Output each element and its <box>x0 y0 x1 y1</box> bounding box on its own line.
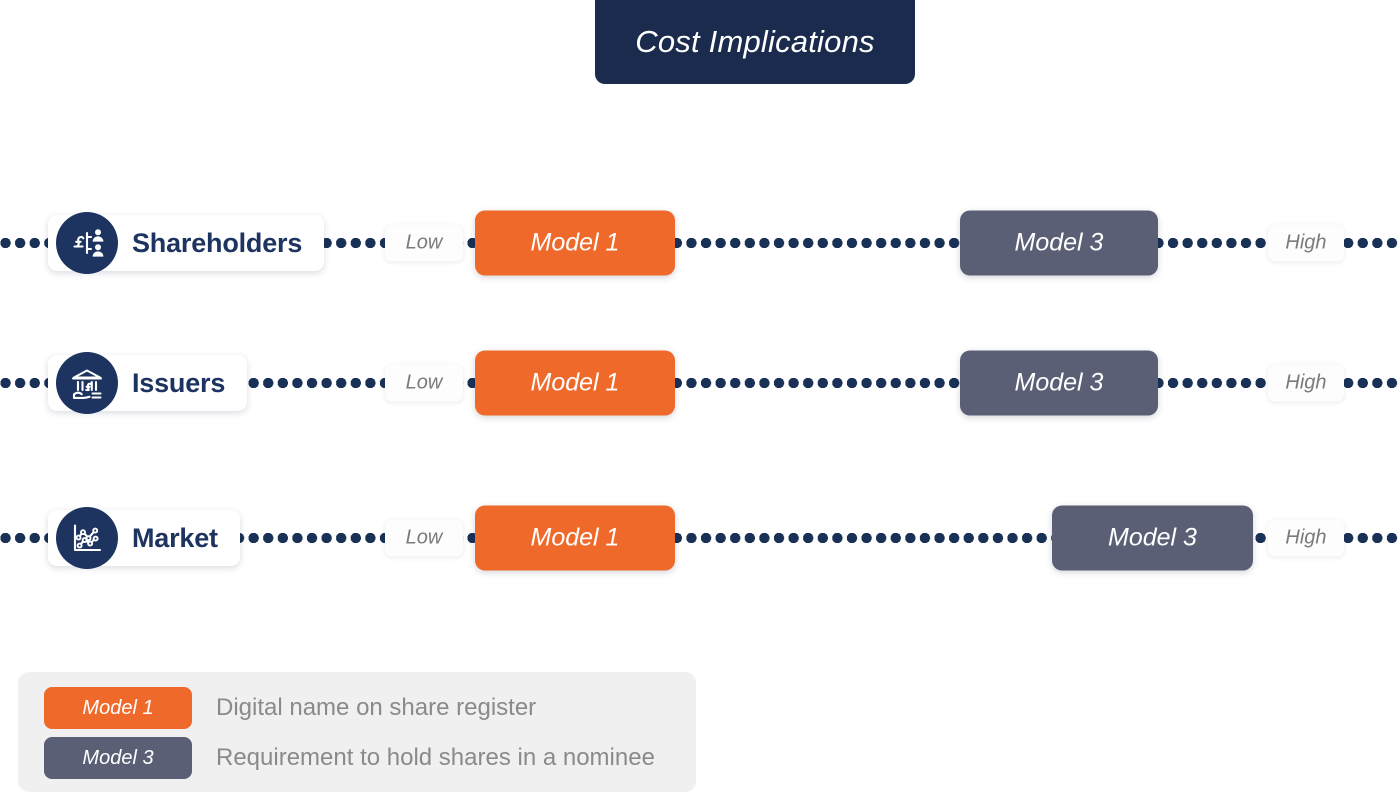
scale-low-label: Low <box>385 519 463 557</box>
marker-market-model-1[interactable]: Model 1 <box>475 505 675 571</box>
marker-label: Model 1 <box>530 523 620 552</box>
legend-item-model-3: Model 3 Requirement to hold shares in a … <box>18 736 696 780</box>
scale-row-issuers: Issuers Low Model 1 Model 3 High <box>0 343 1400 423</box>
legend-panel: Model 1 Digital name on share register M… <box>18 672 696 792</box>
actor-card-issuers[interactable]: Issuers <box>48 352 248 414</box>
scale-low-label: Low <box>385 364 463 402</box>
scale-high-label: High <box>1268 364 1344 402</box>
scale-high-label: High <box>1268 224 1344 262</box>
legend-item-model-1: Model 1 Digital name on share register <box>18 686 696 730</box>
bank-pound-icon <box>56 352 118 414</box>
actor-card-market[interactable]: Market <box>48 507 240 569</box>
legend-description: Requirement to hold shares in a nominee <box>216 744 655 771</box>
marker-label: Model 1 <box>530 368 620 397</box>
scale-dotted-track <box>0 237 1400 249</box>
scale-dotted-track <box>0 532 1400 544</box>
actor-label: Shareholders <box>132 227 303 258</box>
actor-label: Market <box>132 522 218 553</box>
marker-shareholders-model-1[interactable]: Model 1 <box>475 210 675 276</box>
scale-row-shareholders: Shareholders Low Model 1 Model 3 High <box>0 203 1400 283</box>
actor-label: Issuers <box>132 367 226 398</box>
page-title-card: Cost Implications <box>595 0 915 84</box>
scale-high-text: High <box>1285 231 1327 254</box>
marker-shareholders-model-3[interactable]: Model 3 <box>960 210 1158 276</box>
legend-description: Digital name on share register <box>216 694 537 721</box>
scale-low-label: Low <box>385 224 463 262</box>
legend-key-swatch: Model 3 <box>44 737 192 779</box>
scale-high-text: High <box>1285 371 1327 394</box>
marker-label: Model 3 <box>1014 368 1104 397</box>
scale-low-text: Low <box>405 526 443 549</box>
scale-low-text: Low <box>405 371 443 394</box>
scale-high-label: High <box>1268 519 1344 557</box>
marker-issuers-model-3[interactable]: Model 3 <box>960 350 1158 416</box>
marker-issuers-model-1[interactable]: Model 1 <box>475 350 675 416</box>
marker-label: Model 1 <box>530 228 620 257</box>
actor-card-shareholders[interactable]: Shareholders <box>48 212 325 274</box>
scale-high-text: High <box>1285 526 1327 549</box>
marker-label: Model 3 <box>1108 523 1197 552</box>
scale-row-market: Market Low Model 1 Model 3 High <box>0 498 1400 578</box>
legend-key-swatch: Model 1 <box>44 687 192 729</box>
scale-low-text: Low <box>405 231 443 254</box>
marker-label: Model 3 <box>1014 228 1104 257</box>
pound-shareholders-icon <box>56 212 118 274</box>
marker-market-model-3[interactable]: Model 3 <box>1052 505 1253 571</box>
page-title: Cost Implications <box>635 24 875 59</box>
line-chart-icon <box>56 507 118 569</box>
scale-dotted-track <box>0 377 1400 389</box>
